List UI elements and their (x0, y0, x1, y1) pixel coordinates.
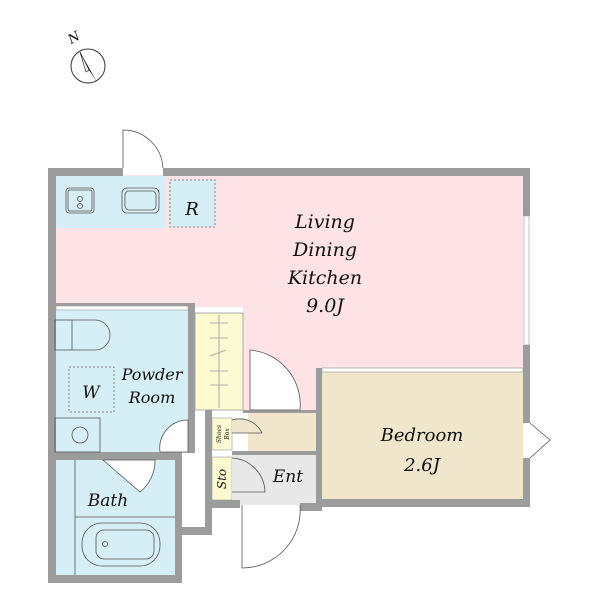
shoes-box-label-2: Box (224, 428, 231, 441)
ldk-label-kitchen: Kitchen (287, 267, 362, 289)
bedroom-floor (322, 372, 523, 499)
refrigerator-label: R (184, 199, 199, 220)
washer-space (68, 366, 115, 413)
bathtub-icon (74, 460, 175, 575)
storage-label: Sto (215, 469, 229, 489)
powder-label-1: Powder (121, 365, 184, 384)
stove-icon (65, 187, 95, 214)
ldk-label-dining: Dining (292, 239, 357, 261)
toilet-icon (54, 319, 111, 351)
compass-needle-icon (80, 52, 97, 82)
powder-label-2: Room (128, 388, 175, 407)
powder-room-floor (55, 310, 188, 453)
window-powder-room (55, 305, 189, 311)
compass-needle-tail-icon (79, 51, 90, 73)
refrigerator-space (170, 180, 215, 227)
washbasin-icon (54, 417, 101, 453)
window-bedroom (321, 367, 524, 373)
ldk-floor-extension (319, 307, 523, 370)
closet-shelf-marks (209, 315, 228, 408)
bath-label: Bath (87, 491, 128, 511)
bedroom-label: Bedroom (380, 425, 464, 446)
entrance-label: Ent (272, 467, 303, 487)
walls (48, 168, 530, 583)
bath-floor (55, 460, 175, 575)
north-label: N (65, 29, 84, 48)
sink-icon (121, 187, 160, 214)
north-compass: N (65, 29, 106, 84)
shoes-box-label-1: Shoes (216, 425, 223, 443)
ldk-size: 9.0J (306, 295, 345, 317)
compass-circle (70, 48, 106, 84)
kitchen-counter (55, 176, 165, 228)
refrigerator-outline (169, 179, 216, 228)
bedroom-size: 2.6J (403, 455, 442, 476)
washer-label: W (82, 383, 101, 403)
window-east (523, 215, 530, 346)
ldk-label-living: Living (294, 211, 355, 233)
doors (101, 129, 551, 569)
